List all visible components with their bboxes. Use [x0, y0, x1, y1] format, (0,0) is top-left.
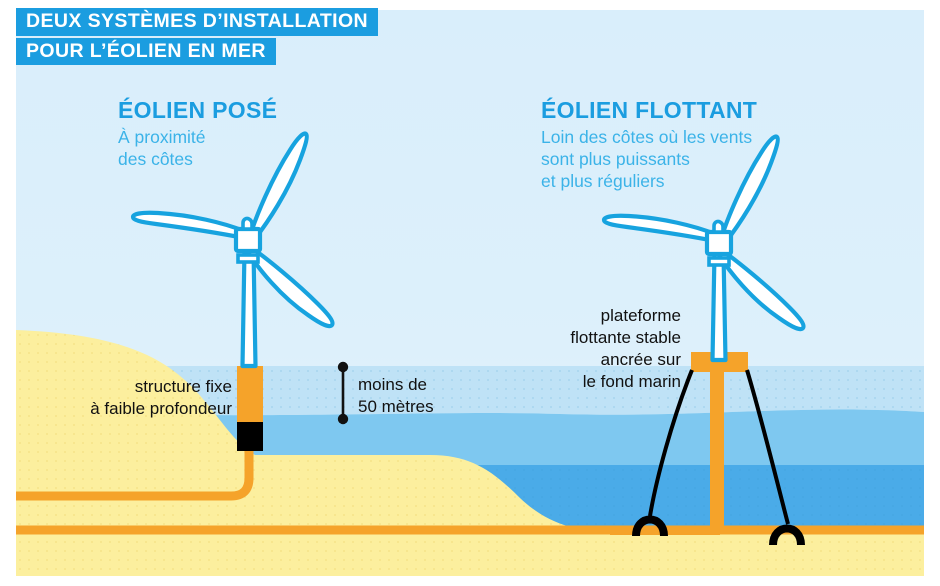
- annotation-floating-platform-line1: plateforme: [600, 306, 681, 325]
- title-line-1: DEUX SYSTÈMES D’INSTALLATION: [16, 8, 378, 36]
- section-subtitle-eolien-flottant-line1: Loin des côtes où les vents: [541, 127, 753, 147]
- seabed-anchor-left: [632, 515, 668, 537]
- floating-platform-riser: [710, 368, 724, 534]
- section-subtitle-eolien-flottant-line3: et plus réguliers: [541, 171, 665, 191]
- turbine-tower-left: [240, 247, 258, 369]
- annotation-fixed-structure-line1: structure fixe: [134, 377, 232, 396]
- annotation-floating-platform-line3: ancrée sur: [600, 350, 681, 369]
- fixed-monopile-section: [237, 366, 263, 422]
- export-cable-from-turbine: [16, 450, 254, 501]
- turbine-blade-right-west: [601, 213, 718, 244]
- section-heading-eolien-flottant: ÉOLIEN FLOTTANT: [541, 97, 758, 123]
- turbine-blade-left-upper: [247, 131, 309, 243]
- turbine-tower-collar-right: [707, 256, 731, 267]
- mooring-line-left: [648, 369, 694, 517]
- turbine-hub-left: [241, 216, 254, 231]
- wind-turbine-floating: [601, 134, 806, 363]
- seabed-landform-texture: [16, 330, 924, 576]
- seabed-anchor-right: [769, 524, 805, 546]
- annotation-floating-platform-line2: flottante stable: [570, 328, 681, 347]
- depth-marker-label-line2: 50 mètres: [358, 397, 434, 416]
- turbine-tower-right: [710, 250, 728, 363]
- depth-marker-label-line1: moins de: [358, 375, 427, 394]
- section-heading-eolien-pose: ÉOLIEN POSÉ: [118, 97, 278, 123]
- turbine-blade-left-west: [130, 210, 247, 241]
- turbine-blade-right-upper: [718, 134, 780, 246]
- annotation-fixed-structure-line2: à faible profondeur: [90, 399, 232, 418]
- title-line-2: POUR L’ÉOLIEN EN MER: [16, 37, 276, 66]
- turbine-nacelle-left: [233, 226, 263, 254]
- turbine-hub-right: [712, 219, 725, 234]
- turbine-blade-left-lower: [245, 245, 335, 329]
- turbine-nacelle-right: [704, 229, 734, 257]
- section-subtitle-eolien-pose-line1: À proximité: [118, 127, 206, 147]
- depth-marker-dot-top: [337, 361, 349, 373]
- depth-marker-line: [337, 361, 349, 425]
- page-title: DEUX SYSTÈMES D’INSTALLATION POUR L’ÉOLI…: [16, 8, 378, 66]
- turbine-blade-right-lower: [716, 248, 806, 332]
- annotation-floating-platform-line4: le fond marin: [582, 372, 681, 391]
- mooring-line-right: [745, 369, 790, 525]
- fixed-foundation-block: [237, 420, 263, 451]
- section-subtitle-eolien-flottant-line2: sont plus puissants: [541, 149, 690, 169]
- turbine-tower-collar-left: [236, 253, 260, 264]
- wind-turbine-fixed: [130, 131, 335, 369]
- section-subtitle-eolien-pose-line2: des côtes: [118, 149, 193, 169]
- depth-marker-dot-bottom: [337, 413, 349, 425]
